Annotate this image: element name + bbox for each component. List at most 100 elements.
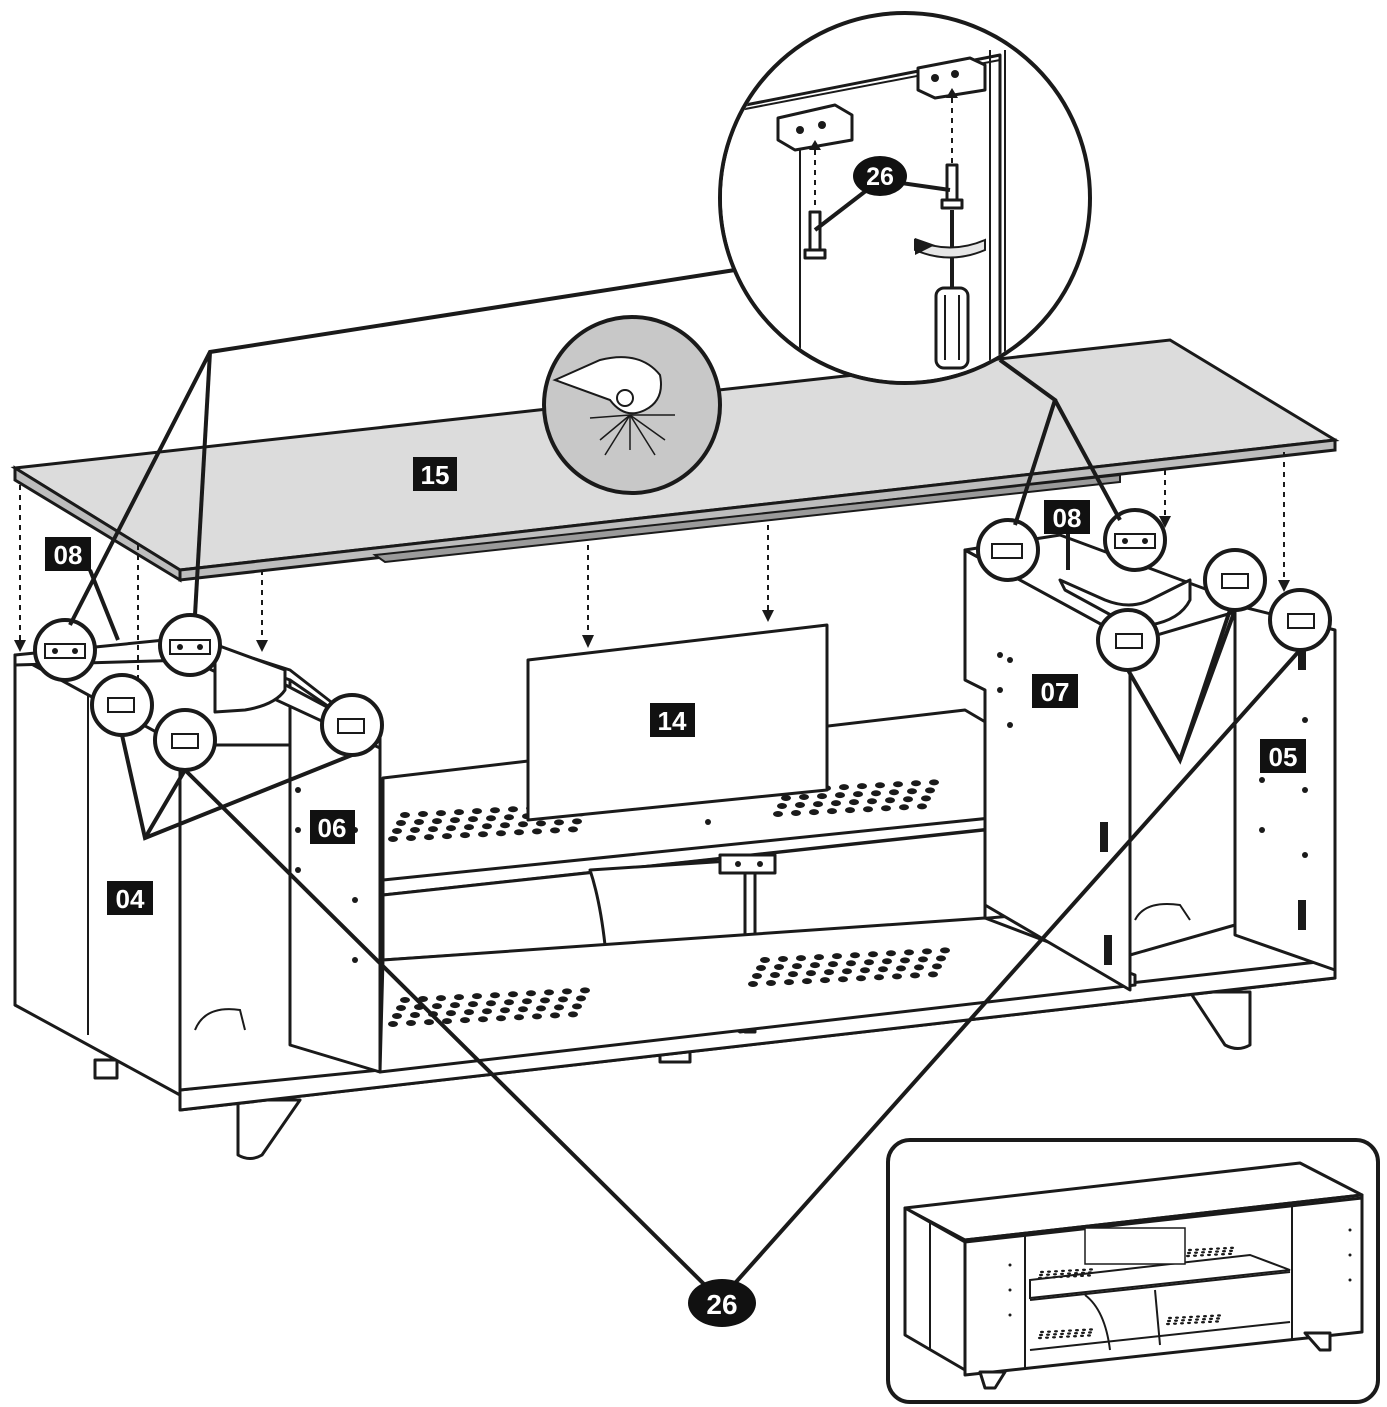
vent-hole <box>1168 1316 1172 1320</box>
vent-hole <box>436 810 446 817</box>
part-label-08-right: 08 <box>1053 503 1082 533</box>
vent-hole <box>1221 1253 1225 1256</box>
vent-hole <box>514 1014 524 1021</box>
screw-label-26-top: 26 <box>866 163 894 191</box>
vent-hole <box>1202 1318 1206 1321</box>
vent-hole <box>1182 1316 1186 1319</box>
vent-hole <box>903 796 913 803</box>
vent-hole <box>1195 1248 1199 1251</box>
vent-hole <box>760 957 770 963</box>
vent-hole <box>774 964 784 971</box>
vent-hole <box>490 992 500 999</box>
vent-hole <box>446 825 456 832</box>
vent-hole <box>1039 1333 1043 1337</box>
vent-hole <box>838 976 848 983</box>
vent-hole <box>414 819 424 826</box>
vent-hole <box>504 814 514 821</box>
vent-hole <box>396 820 406 826</box>
vent-hole <box>1195 1318 1199 1321</box>
vent-hole <box>881 805 891 812</box>
vent-hole <box>424 1019 434 1026</box>
vent-hole <box>809 809 819 816</box>
vent-hole <box>1215 1320 1219 1323</box>
vent-hole <box>1075 1329 1079 1332</box>
vent-hole <box>442 1018 452 1025</box>
vent-hole <box>1060 1272 1064 1276</box>
vent-hole <box>922 948 932 955</box>
vent-hole <box>1061 1329 1065 1333</box>
vent-hole <box>929 779 939 786</box>
vent-hole <box>882 958 892 965</box>
vent-hole <box>396 1005 406 1011</box>
vent-hole <box>1081 1271 1085 1275</box>
vent-hole <box>936 955 946 962</box>
vent-hole <box>1228 1252 1232 1256</box>
vent-hole <box>1188 1318 1192 1322</box>
vent-hole <box>468 1001 478 1008</box>
vent-hole <box>496 830 506 837</box>
vent-hole <box>1047 1270 1051 1273</box>
vent-hole <box>886 950 896 957</box>
label-26-bottom: 26 <box>688 1279 756 1327</box>
vent-hole <box>1080 1334 1084 1338</box>
vent-hole <box>1217 1314 1221 1317</box>
vent-hole <box>1040 1270 1044 1274</box>
vent-hole <box>580 987 590 994</box>
hardware-callouts <box>33 508 1332 772</box>
vent-hole <box>508 806 518 813</box>
vent-hole <box>875 782 885 789</box>
part-label-07: 07 <box>1041 677 1070 707</box>
vent-hole <box>940 947 950 954</box>
vent-hole <box>824 969 834 976</box>
vent-hole <box>1045 1336 1049 1339</box>
vent-hole <box>827 808 837 815</box>
vent-hole <box>910 972 920 979</box>
vent-hole <box>1046 1273 1050 1276</box>
label-08-right: 08 <box>1044 500 1090 534</box>
vent-hole <box>460 832 470 839</box>
vent-hole <box>1201 1321 1205 1324</box>
vent-hole <box>1188 1248 1192 1252</box>
vent-hole <box>500 1007 510 1014</box>
vent-hole <box>1216 1317 1220 1320</box>
vent-hole <box>773 811 783 817</box>
vent-hole <box>914 964 924 971</box>
vent-hole <box>892 973 902 980</box>
vent-hole <box>778 956 788 963</box>
vent-hole <box>1073 1275 1077 1278</box>
vent-hole <box>752 973 762 979</box>
vent-hole <box>899 804 909 811</box>
vent-hole <box>849 799 859 806</box>
vent-hole <box>392 828 402 834</box>
vent-hole <box>486 1000 496 1007</box>
vent-hole <box>568 826 578 833</box>
vent-hole <box>1046 1333 1050 1336</box>
vent-hole <box>1223 1247 1227 1250</box>
press-hand-icon <box>552 356 675 456</box>
vent-hole <box>478 1016 488 1023</box>
vent-hole <box>871 790 881 797</box>
vent-hole <box>1038 1276 1042 1280</box>
top-panel-15-front-edge <box>13 465 182 583</box>
vent-hole <box>1208 1320 1212 1324</box>
vent-hole <box>904 949 914 956</box>
press-hint <box>542 315 722 495</box>
vent-hole <box>1216 1247 1220 1250</box>
vent-hole <box>1229 1249 1233 1253</box>
vent-hole <box>526 990 536 997</box>
vent-hole <box>792 963 802 970</box>
vent-hole <box>1045 1276 1049 1279</box>
vent-hole <box>482 823 492 830</box>
zoom-detail: 26 <box>718 11 1092 385</box>
vent-hole <box>1222 1250 1226 1253</box>
vent-hole <box>558 996 568 1003</box>
vent-hole <box>572 818 582 825</box>
vent-hole <box>1167 1319 1171 1323</box>
vent-hole <box>406 1020 416 1027</box>
vent-hole <box>1201 1251 1205 1254</box>
vent-hole <box>1187 1251 1191 1255</box>
vent-hole <box>1173 1322 1177 1325</box>
vent-hole <box>1082 1328 1086 1332</box>
vent-hole <box>784 979 794 986</box>
